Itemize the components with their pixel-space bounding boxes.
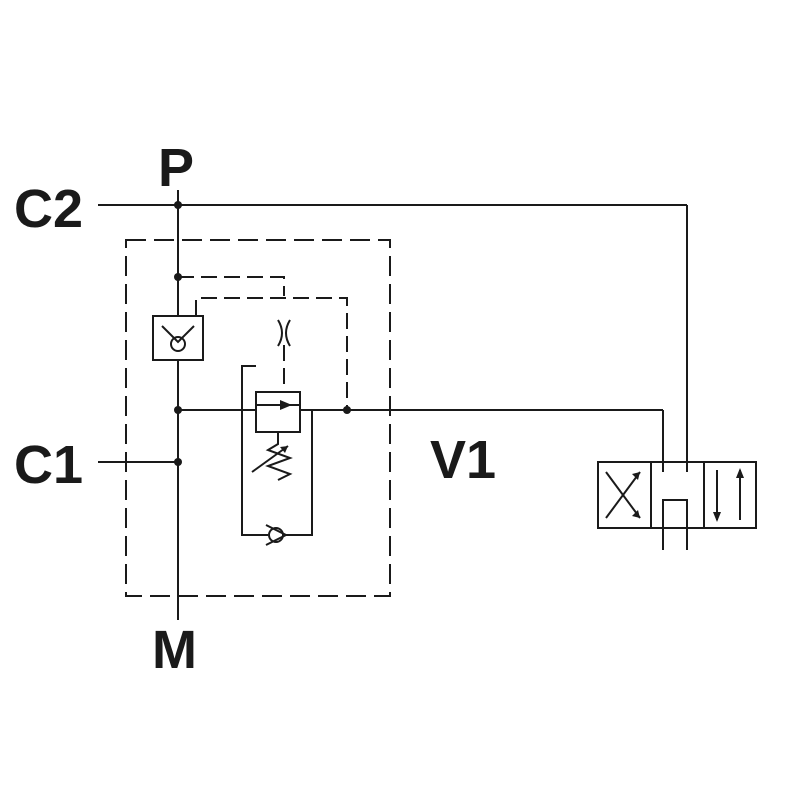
line-v1	[178, 409, 664, 462]
directional-valve-icon	[597, 461, 757, 550]
port-label-c2: C2	[14, 179, 83, 239]
check-valve-icon	[152, 315, 204, 361]
valve-body-envelope	[125, 239, 391, 597]
relief-valve-icon	[241, 365, 313, 536]
line-c2	[98, 204, 688, 462]
port-label-v1: V1	[430, 430, 496, 490]
port-label-p: P	[158, 138, 194, 198]
orifice-icon	[277, 319, 291, 347]
spring-icon	[251, 432, 293, 481]
pilot-lines	[178, 276, 348, 410]
port-label-c1: C1	[14, 435, 83, 495]
lower-check-valve-icon	[265, 524, 289, 546]
port-label-m: M	[152, 620, 197, 680]
